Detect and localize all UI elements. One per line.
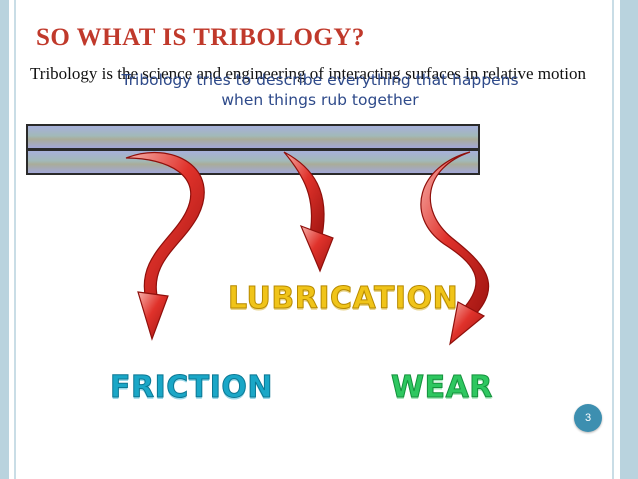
page-number: 3 [584,412,592,424]
wear-label: WEAR [391,370,493,406]
lower-surface-block [26,149,480,175]
overlay-caption-line-2: when things rub together [221,91,419,109]
right-border-stripe [620,0,638,479]
left-border-stripe [0,0,9,479]
page-number-badge: 3 [574,404,602,432]
overlay-caption-line-1: Tribology tries to describe everything t… [121,71,519,89]
left-border-line [14,0,16,479]
lubrication-label: LUBRICATION [227,281,459,317]
left-arrow-to-friction [125,151,205,341]
friction-label: FRICTION [109,370,274,406]
right-border-line [612,0,614,479]
upper-surface-block [26,124,480,150]
definition-text: Tribology is the science and engineering… [30,64,586,83]
slide-title: SO WHAT IS TRIBOLOGY? [36,24,365,51]
overlay-caption: Tribology tries to describe everything t… [100,70,540,110]
